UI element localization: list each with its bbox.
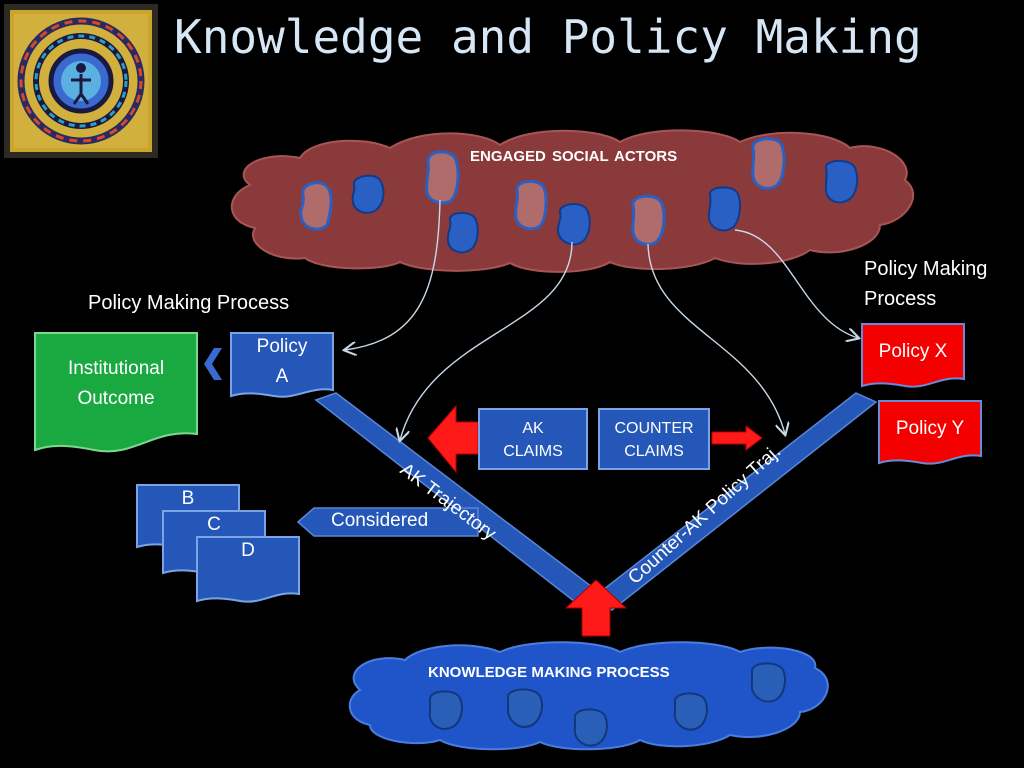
policy-a-line1: Policy [256,336,308,357]
connector-actor-to-ak-traj [400,241,573,440]
ak-claims-line1: AK [522,420,544,437]
connector-actor-to-policy-a [345,199,441,350]
policy-y-doc: Policy Y [878,400,982,468]
doc-c-label: C [207,514,221,535]
left-process-label: Policy Making Process [88,292,290,314]
considered-label: Considered [331,510,429,531]
counter-trajectory-band [588,392,878,611]
connector-actor-to-counter-traj [647,243,785,434]
institutional-outcome-line2: Outcome [77,388,155,409]
right-process-label-line1: Policy Making [864,258,988,280]
policy-a-doc: Policy A [230,332,334,400]
doc-d-label: D [241,540,255,561]
knowledge-process-label: KNOWLEDGE MAKING PROCESS [428,664,670,681]
considered-arrow [296,507,479,537]
ak-claims-arrow-left [427,404,479,474]
connector-actor-to-policy-x [734,229,858,338]
ak-claims-box: AK CLAIMS [478,408,588,470]
up-arrow [564,579,628,637]
counter-claims-line2: CLAIMS [624,443,684,460]
institutional-outcome-line1: Institutional [67,358,165,379]
right-process-label-line2: Process [864,288,937,310]
engaged-actors-cloud [230,129,915,273]
doc-d: D [196,536,300,606]
counter-claims-line1: COUNTER [614,420,694,437]
policy-y-label: Policy Y [895,418,965,439]
spiral-mandala-logo [4,4,158,158]
ak-claims-line2: CLAIMS [503,443,563,460]
engaged-actors-label: ENGAGED SOCIAL ACTORS [470,148,678,165]
counter-claims-box: COUNTER CLAIMS [598,408,710,470]
knowledge-process-cloud [348,641,829,751]
policy-x-doc: Policy X [861,323,965,391]
policy-x-label: Policy X [878,341,948,362]
policy-a-line2: A [275,366,289,387]
chevron-left-icon [204,348,222,380]
counter-claims-arrow-right [711,425,763,451]
doc-b-label: B [181,488,195,509]
slide-title: Knowledge and Policy Making [174,10,922,64]
institutional-outcome-doc: Institutional Outcome [34,332,198,460]
